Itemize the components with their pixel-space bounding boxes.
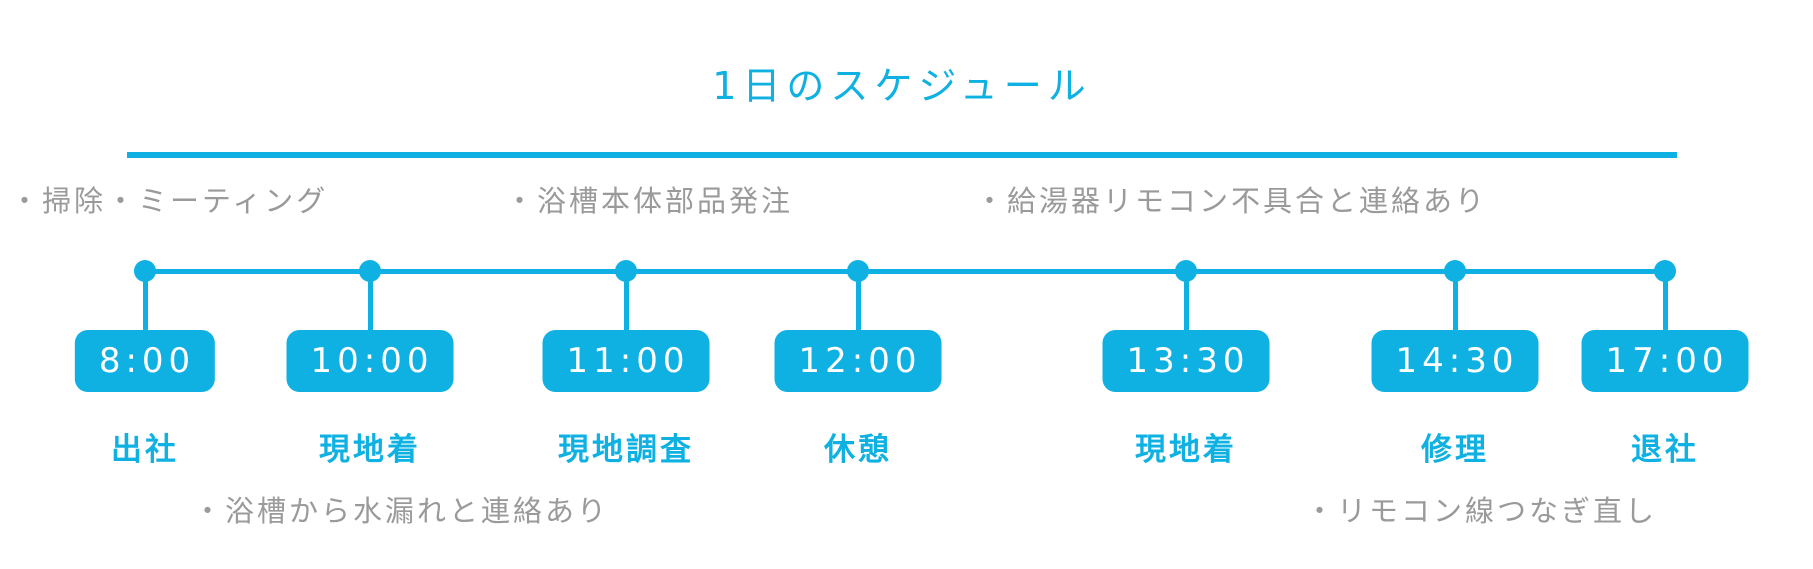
timeline-stem — [367, 271, 373, 332]
time-badge: 14:30 — [1371, 330, 1539, 392]
timeline-stem — [623, 271, 629, 332]
title-underline — [127, 152, 1677, 158]
timeline-stem — [855, 271, 861, 332]
event-label: 現地着 — [1135, 432, 1237, 468]
note-below-rewire-remote: ・リモコン線つなぎ直し — [1305, 494, 1658, 528]
event-label: 現地調査 — [558, 432, 694, 468]
time-badge: 11:00 — [542, 330, 710, 392]
event-label: 現地着 — [319, 432, 421, 468]
time-badge: 10:00 — [286, 330, 454, 392]
event-label: 修理 — [1421, 432, 1489, 468]
event-label: 休憩 — [824, 432, 892, 468]
event-label: 退社 — [1631, 432, 1699, 468]
time-badge: 17:00 — [1581, 330, 1749, 392]
timeline-stem — [1452, 271, 1458, 332]
time-badge: 12:00 — [774, 330, 942, 392]
timeline-stem — [1662, 271, 1668, 332]
note-above-cleaning-meeting: ・掃除・ミーティング — [10, 184, 329, 218]
note-below-water-leak: ・浴槽から水漏れと連絡あり — [193, 494, 610, 528]
timeline-stem — [1183, 271, 1189, 332]
page-title: 1日のスケジュール — [712, 64, 1092, 108]
note-above-remote-issue: ・給湯器リモコン不具合と連絡あり — [975, 184, 1488, 218]
timeline-stem — [142, 271, 148, 332]
note-above-parts-order: ・浴槽本体部品発注 — [505, 184, 794, 218]
time-badge: 8:00 — [74, 330, 216, 392]
time-badge: 13:30 — [1102, 330, 1270, 392]
timeline-line — [145, 269, 1665, 274]
event-label: 出社 — [111, 432, 179, 468]
